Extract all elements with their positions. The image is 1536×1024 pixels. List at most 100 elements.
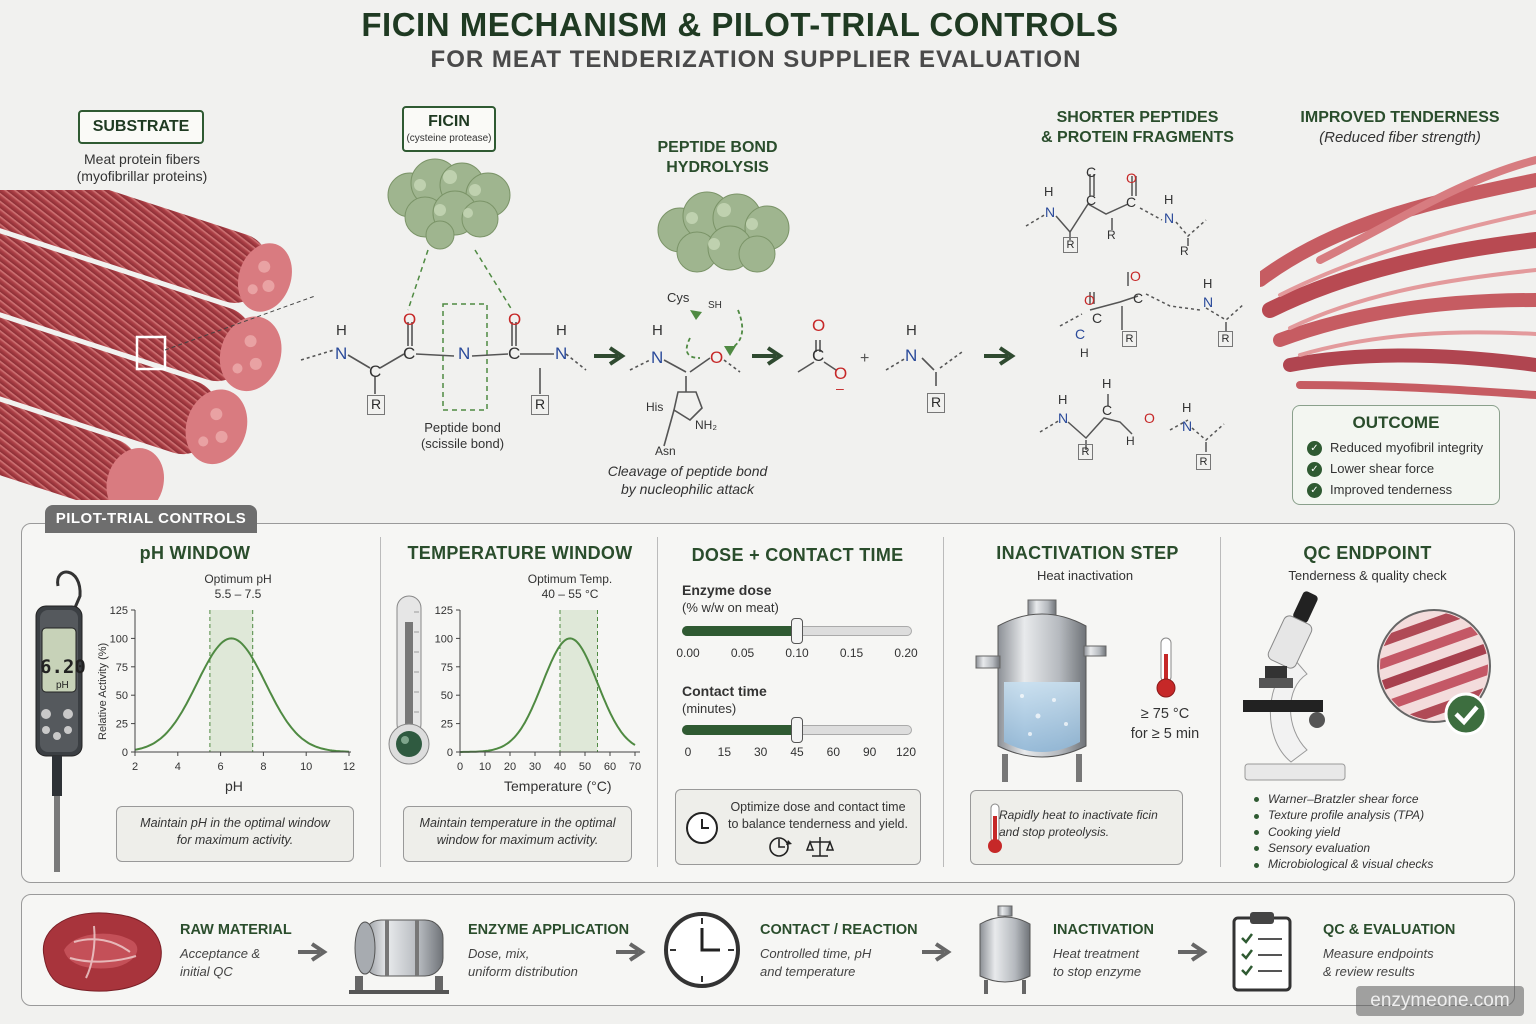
qc-endpoint-item-label: Microbiological & visual checks [1268, 857, 1434, 872]
hydrolysis-title-line1: PEPTIDE BOND [657, 139, 778, 156]
enzyme-dose-handle[interactable] [791, 618, 803, 644]
ficin-binding-lines [407, 249, 513, 411]
x-tick-label: 10 [300, 761, 312, 773]
frag-atom-h: H [1080, 346, 1089, 360]
slider-tick-label: 0.15 [839, 646, 864, 660]
hydrolysis-caption-line1: Cleavage of peptide bond [607, 463, 768, 479]
page-subtitle: FOR MEAT TENDERIZATION SUPPLIER EVALUATI… [430, 46, 1082, 73]
ficin-label-sub: (cysteine protease) [406, 133, 492, 144]
thermometer-icon [988, 803, 1002, 853]
frag-atom-n: N [1045, 204, 1056, 220]
frag-atom-n: N [1164, 210, 1175, 226]
clock-icon [664, 912, 740, 988]
ficin-label: FICIN (cysteine protease) [402, 106, 496, 152]
qc-endpoint-item-label: Texture profile analysis (TPA) [1268, 808, 1425, 823]
meat-fibers-illustration [0, 190, 316, 500]
qc-endpoint-item-label: Sensory evaluation [1268, 840, 1371, 855]
contact-time-unit: (minutes) [682, 701, 737, 716]
x-tick-label: 4 [175, 761, 181, 773]
ph-optimum-line1: Optimum pH [204, 572, 272, 586]
atom-n1: N [335, 344, 348, 363]
substrate-label: SUBSTRATE [78, 110, 204, 144]
bullet-icon [1254, 862, 1259, 868]
contact-time-handle[interactable] [791, 717, 803, 743]
frag-atom-r: R [1078, 444, 1093, 460]
flow-step-desc: Acceptance & initial QC [180, 945, 260, 981]
ph-y-axis-label: Relative Activity (%) [97, 642, 109, 740]
tender-fibers-illustration [1260, 156, 1536, 399]
frag-atom-n: N [1058, 410, 1069, 426]
y-tick-label: 100 [435, 633, 453, 645]
frag-atom-o: O [1126, 170, 1137, 186]
inactivation-time: for ≥ 5 min [1130, 726, 1200, 742]
flow-step-desc-line1: Dose, mix, [468, 946, 530, 961]
frag-atom-r: R [1218, 331, 1233, 347]
minus-sign: – [836, 380, 844, 396]
bullet-icon [1254, 829, 1259, 835]
clipboard-checklist-icon [1232, 912, 1292, 992]
frag-atom-c: C [1102, 402, 1113, 418]
mixer-drum-icon [349, 919, 449, 994]
products-title-line1: SHORTER PEPTIDES [1056, 109, 1219, 126]
frag-atom-o: O [1084, 292, 1095, 308]
checkmark-icon: ✓ [1307, 441, 1322, 457]
qc-endpoint-item-label: Warner–Bratzler shear force [1268, 792, 1419, 806]
inactivation-temp: ≥ 75 °C [1140, 706, 1190, 722]
inactivation-note-line2: and stop proteolysis. [999, 825, 1110, 839]
x-tick-label: 50 [579, 761, 591, 773]
qc-endpoint-list: Warner–Bratzler shear force Texture prof… [1254, 791, 1504, 872]
thermometer-icon [388, 595, 430, 765]
y-tick-label: 125 [110, 605, 128, 617]
flow-step-desc-line1: Measure endpoints [1323, 946, 1434, 961]
frag-atom-h: H [1102, 376, 1112, 391]
atom-h4: H [906, 322, 917, 339]
flow-step-desc-line2: and temperature [760, 964, 856, 979]
bullet-icon [1254, 813, 1259, 819]
dose-note: Optimize dose and contact time to balanc… [675, 789, 921, 865]
ficin-enzyme-structure [387, 158, 511, 250]
frag-atom-r: R [1180, 244, 1189, 258]
panel-divider [943, 537, 944, 867]
y-tick-label: 75 [116, 662, 128, 674]
raw-meat-icon [42, 912, 162, 992]
atom-c3: C [508, 344, 521, 363]
hydrolysis-title: PEPTIDE BOND HYDROLYSIS [640, 138, 795, 178]
atom-n4: N [651, 348, 664, 367]
atom-o1: O [403, 310, 417, 329]
frag-atom-n: N [1203, 294, 1214, 310]
ph-note: Maintain pH in the optimal window for ma… [116, 806, 354, 862]
arrow-right-icon [984, 346, 1016, 366]
y-tick-label: 125 [435, 605, 453, 617]
timer-cycle-icon [769, 837, 792, 857]
frag-atom-h: H [1126, 434, 1135, 448]
y-tick-label: 0 [122, 747, 128, 759]
frag-atom-h: H [1203, 276, 1213, 291]
ficin-label-title: FICIN [428, 113, 470, 130]
contact-time-slider[interactable] [682, 717, 912, 747]
tenderness-title-line1: IMPROVED TENDERNESS [1300, 109, 1500, 126]
arrow-right-icon [752, 346, 784, 366]
y-tick-label: 25 [441, 719, 453, 731]
x-tick-label: 70 [629, 761, 641, 773]
atom-o2: O [508, 310, 522, 329]
qc-endpoint-title: QC ENDPOINT [1303, 543, 1432, 563]
sh-label: SH [708, 300, 722, 311]
enzyme-dose-slider[interactable] [682, 618, 912, 648]
outcome-title: OUTCOME [1352, 413, 1440, 432]
contact-time-label: Contact time [682, 683, 767, 699]
atom-n2: N [458, 344, 471, 363]
peptide-bond-line1: Peptide bond [424, 420, 501, 435]
hydrolysis-title-line2: HYDROLYSIS [666, 159, 769, 176]
products-title-line2: & PROTEIN FRAGMENTS [1041, 129, 1234, 146]
frag-atom-c: C [1092, 310, 1103, 326]
outcome-item: ✓Lower shear force [1293, 458, 1499, 479]
frag-atom-o: O [1144, 410, 1155, 426]
frag-atom-c: C [1086, 192, 1097, 208]
ph-meter-unit: pH [56, 680, 69, 691]
tenderness-title: IMPROVED TENDERNESS (Reduced fiber stren… [1290, 108, 1510, 148]
temp-optimum-line2: 40 – 55 °C [541, 587, 599, 601]
